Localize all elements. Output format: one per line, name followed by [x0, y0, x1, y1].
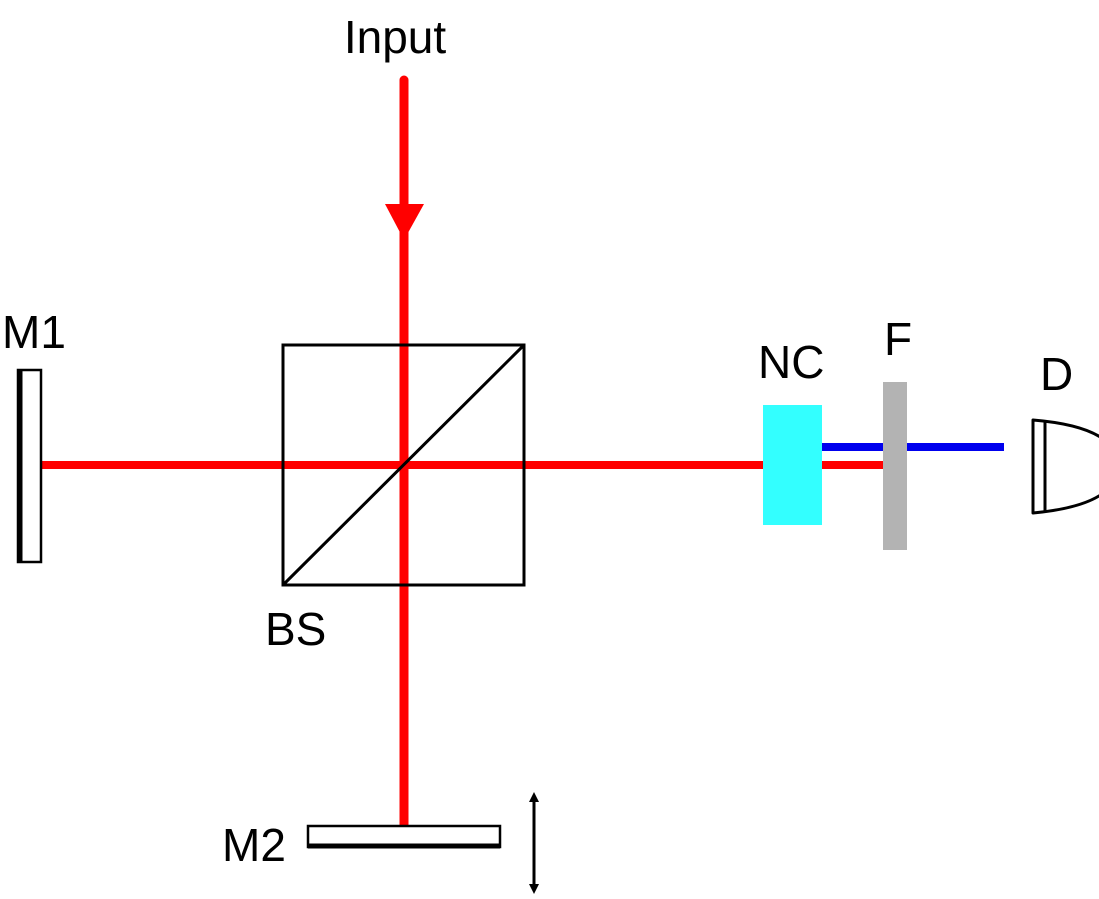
label-nc: NC [758, 336, 824, 388]
beam-splitter-diagonal [281, 343, 526, 587]
input-direction-arrow [385, 204, 424, 240]
beam-splitter-cube [281, 343, 526, 587]
label-f: F [884, 313, 912, 365]
label-input: Input [344, 11, 447, 63]
label-d: D [1040, 348, 1073, 400]
label-bs: BS [265, 603, 326, 655]
label-m2: M2 [222, 819, 286, 871]
label-m1: M1 [2, 306, 66, 358]
detector-icon [1031, 418, 1099, 515]
nonlinear-crystal [763, 405, 822, 525]
filter [883, 382, 907, 550]
